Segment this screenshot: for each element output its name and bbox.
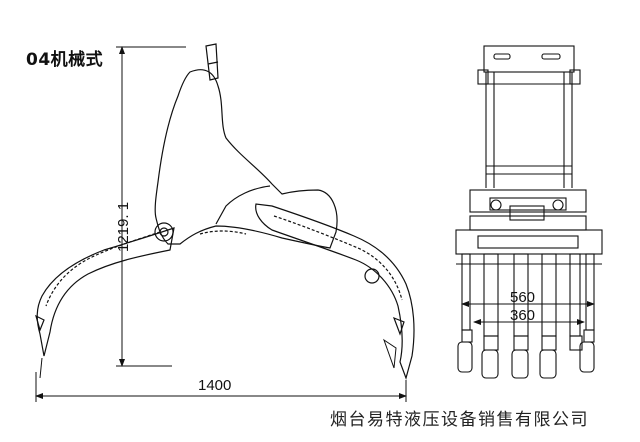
grapple-body: [154, 69, 338, 249]
front-dimensions: [461, 301, 595, 325]
side-view: [35, 43, 415, 380]
company-name: 烟台易特液压设备销售有限公司: [330, 410, 589, 430]
side-dimensions: [35, 46, 407, 402]
front-view: [455, 45, 603, 379]
width-dimension: 1400: [198, 377, 231, 394]
right-jaw: [255, 203, 415, 380]
top-pin: [205, 43, 219, 81]
drawing-title: 04机械式: [26, 50, 104, 70]
tines: [457, 253, 595, 379]
outer-width-dimension: 560: [510, 289, 535, 306]
left-jaw: [36, 227, 175, 357]
inner-width-dimension: 360: [510, 307, 535, 324]
height-dimension: 1219. 1: [115, 202, 132, 252]
mount-plate: [483, 45, 575, 73]
rotator-hub: [469, 189, 587, 213]
